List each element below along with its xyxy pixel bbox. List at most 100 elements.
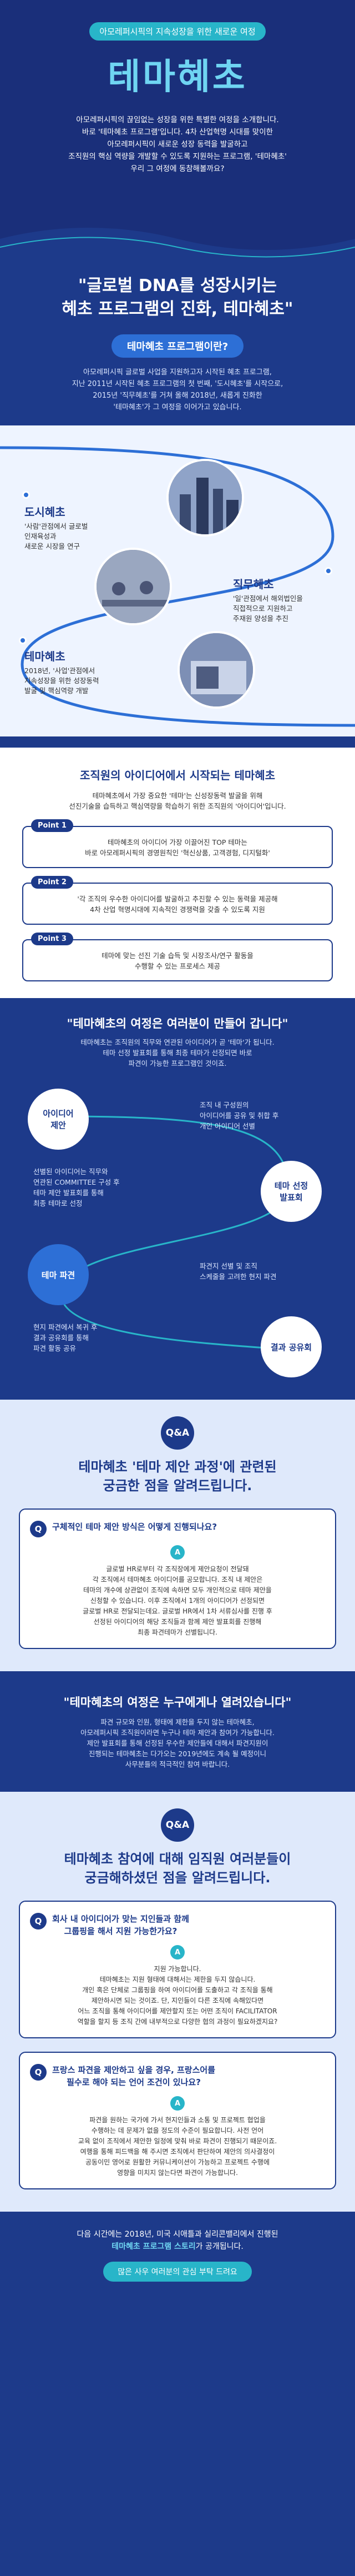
timeline-item-tema: 테마혜초 2018년, '사업'관점에서 지속성장을 위한 성장동력 발굴 및 …	[24, 648, 99, 696]
open-quote: "테마혜초의 여정은 누구에게나 열려있습니다"	[63, 1696, 292, 1709]
dna-desc: 아모레퍼시픽 글로벌 사업을 지원하고자 시작된 혜초 프로그램, 지난 201…	[28, 367, 327, 413]
journey-steps: 아이디어 제안 조직 내 구성원의 아이디어를 공유 및 취합 후 개인 아이디…	[0, 1077, 355, 1389]
point-tag: Point 1	[31, 819, 73, 832]
idea-desc: 테마혜초에서 가장 중요한 '테마'는 신성장동력 발굴을 위해 선진기술을 습…	[22, 790, 333, 811]
answer-line: 지원 가능합니다.	[154, 1965, 201, 1973]
qa-title: 테마혜초 참여에 대해 임직원 여러분들이 궁금해하셨던 점을 알려드립니다.	[19, 1850, 336, 1887]
journey-quote: "테마혜초의 여정은 여러분이 만들어 갑니다"	[67, 1017, 288, 1030]
qa-badge: Q&A	[161, 1808, 194, 1842]
timeline-title: 직무혜초	[233, 578, 274, 591]
question-line: 회사 내 아이디어가 맞는 지인들과 함께	[52, 1914, 189, 1924]
hero-intro-line: 조직원의 핵심 역량을 개발할 수 있도록 지원하는 프로그램, '테마혜초'	[68, 152, 287, 161]
timeline-desc-line: 인재육성과	[24, 532, 57, 540]
qa-title-line: 테마혜초 참여에 대해 임직원 여러분들이	[64, 1851, 291, 1867]
answer-text: 지원 가능합니다. 테마혜초는 지원 형태에 대해서는 제한을 두지 않습니다.…	[30, 1964, 325, 2027]
answer-line: 수행하는 데 문제가 없을 정도의 수준이 필요합니다. 사전 언어	[91, 2127, 264, 2134]
answer-line: 제안하시면 되는 것이죠. 단, 지인들이 다른 조직에 속해있다면	[91, 1997, 264, 2004]
open-desc-line: 사무분들의 적극적인 참여 바랍니다.	[125, 1760, 230, 1768]
point-line: 테마에 맞는 선진 기술 습득 및 시장조사/연구 활동을	[102, 951, 253, 960]
step-desc-line: 조직 내 구성원의	[200, 1101, 249, 1109]
step-circle-share: 결과 공유회	[261, 1316, 322, 1377]
point-card-3: Point 3 테마에 맞는 선진 기술 습득 및 시장조사/연구 활동을 수행…	[22, 933, 333, 981]
timeline-desc: '사람'관점에서 글로벌 인재육성과 새로운 시장을 연구	[24, 522, 88, 552]
hero-title: 테마혜초	[108, 57, 247, 98]
step-label: 아이디어	[43, 1109, 74, 1119]
answer-text: 파견을 원하는 국가에 가서 현지인들과 소통 및 프로젝트 협업을 수행하는 …	[30, 2115, 325, 2178]
dna-desc-line: '테마혜초'가 그 여정을 이어가고 있습니다.	[113, 403, 242, 412]
answer-line: 개인 혹은 단체로 그룹핑을 하여 아이디어를 도출하고 각 조직을 통해	[82, 1986, 273, 1994]
timeline-dot	[19, 637, 27, 644]
qa-section-2: Q&A 테마혜초 참여에 대해 임직원 여러분들이 궁금해하셨던 점을 알려드립…	[0, 1792, 355, 2212]
idea-desc-line: 테마혜초에서 가장 중요한 '테마'는 신성장동력 발굴을 위해	[92, 791, 263, 800]
question-line: 프랑스 파견을 제안하고 싶을 경우, 프랑스어를	[52, 2065, 216, 2075]
step-desc-line: 선별된 아이디어는 직무와	[33, 1167, 108, 1176]
lab-icon	[180, 633, 253, 706]
footer-line: 테마혜초 프로그램 스토리가 공개됩니다.	[17, 2241, 338, 2253]
hero-intro-line: 우리 그 여정에 동참해볼까요?	[130, 164, 225, 173]
answer-line: 어느 조직을 통해 아이디어를 제안할지 또는 어떤 조직이 FACILITAT…	[78, 2007, 277, 2015]
footer-highlight: 테마혜초 프로그램 스토리	[111, 2242, 196, 2251]
step-desc-line: 연관된 COMMITTEE 구성 후	[33, 1178, 120, 1186]
point-line: '각 조직의 우수한 아이디어를 발굴하고 추진할 수 있는 동력을 제공해	[77, 895, 278, 903]
answer-line: 여행을 통해 피드백을 해 주시면 조직에서 판단하여 제안의 의사결정이	[80, 2148, 275, 2156]
dna-desc-line: 지난 2011년 시작된 혜초 프로그램의 첫 번째, '도시혜초'를 시작으로…	[72, 380, 283, 388]
idea-section: 조직원의 아이디어에서 시작되는 테마혜초 테마혜초에서 가장 중요한 '테마'…	[0, 748, 355, 998]
idea-heading: 조직원의 아이디어에서 시작되는 테마혜초	[79, 769, 276, 782]
answer-line: 교육 없이 조직에서 제안한 일정에 맞춰 바로 파견이 진행되기 때문이죠.	[78, 2137, 277, 2145]
qa-title-line: 궁금해하셨던 점을 알려드립니다.	[84, 1870, 271, 1886]
timeline-desc: 2018년, '사업'관점에서 지속성장을 위한 성장동력 발굴 및 핵심역량 …	[24, 666, 99, 696]
timeline-curve	[0, 446, 355, 727]
hero-section: 아모레퍼시픽의 지속성장을 위한 새로운 여정 테마혜초 아모레퍼시픽의 끊임없…	[0, 0, 355, 261]
timeline-desc-line: 직접적으로 지원하고	[233, 604, 293, 613]
question-icon: Q	[30, 1521, 47, 1537]
question-text: 프랑스 파견을 제안하고 싶을 경우, 프랑스어를 필수로 해야 되는 언어 조…	[52, 2064, 215, 2088]
hero-pill: 아모레퍼시픽의 지속성장을 위한 새로운 여정	[89, 22, 266, 41]
step-label: 테마 파견	[41, 1270, 75, 1280]
timeline-desc-line: 지속성장을 위한 성장동력	[24, 676, 99, 685]
step-desc-line: 결과 공유회를 통해	[33, 1334, 89, 1342]
timeline-desc: '일'관점에서 해외법인을 직접적으로 지원하고 주재원 양성을 추진	[233, 594, 303, 624]
dna-quote: "글로벌 DNA를 성장시키는 혜초 프로그램의 진화, 테마혜초"	[22, 274, 333, 321]
answer-line: 최종 파견테마가 선별됩니다.	[138, 1628, 217, 1636]
steps-curve	[60, 1115, 290, 1351]
step-desc-line: 스케줄을 고려한 현지 파견	[200, 1272, 277, 1281]
answer-line: 영향을 미치지 않는다면 파견이 가능합니다.	[117, 2169, 238, 2177]
open-section: "테마혜초의 여정은 누구에게나 열려있습니다" 파견 규모와 인원, 형태에 …	[0, 1671, 355, 1792]
timeline-desc-line: 새로운 시장을 연구	[24, 542, 80, 550]
page: 아모레퍼시픽의 지속성장을 위한 새로운 여정 테마혜초 아모레퍼시픽의 끊임없…	[0, 0, 355, 2282]
question-line: 필수로 해야 되는 언어 조건이 있나요?	[67, 2077, 201, 2087]
qa-card: Q 프랑스 파견을 제안하고 싶을 경우, 프랑스어를 필수로 해야 되는 언어…	[19, 2052, 336, 2189]
open-desc-line: 아모레퍼시픽 조직원이라면 누구나 테마 제안과 참여가 가능합니다.	[80, 1728, 275, 1737]
open-desc-line: 제안 발표회를 통해 선정된 우수한 제안들에 대해서 파견지원이	[87, 1739, 268, 1747]
hero-intro-line: 아모레퍼시픽의 끊임없는 성장을 위한 특별한 여정을 소개합니다.	[76, 116, 279, 124]
dna-desc-line: 2015년 '직무혜초'를 거쳐 올해 2018년, 새롭게 진화한	[93, 392, 262, 400]
office-meeting-icon	[97, 550, 170, 623]
idea-desc-line: 선진기술을 습득하고 핵심역량을 학습하기 위한 조직원의 '아이디어'입니다.	[69, 802, 286, 810]
timeline-desc-line: '일'관점에서 해외법인을	[233, 594, 303, 603]
step-desc-idea: 조직 내 구성원의 아이디어를 공유 및 취합 후 개인 아이디어 선별	[200, 1100, 278, 1131]
answer-line: 역할을 할지 등 조직 간에 내부적으로 다양한 협의 과정이 필요하겠지요?	[77, 2018, 278, 2026]
timeline-item-doshi: 도시혜초 '사람'관점에서 글로벌 인재육성과 새로운 시장을 연구	[24, 503, 88, 552]
open-desc: 파견 규모와 인원, 형태에 제한을 두지 않는 테마혜초, 아모레퍼시픽 조직…	[17, 1717, 338, 1770]
dna-quote-line: 혜초 프로그램의 진화, 테마혜초"	[62, 299, 293, 319]
answer-line: 각 조직에서 테마혜초 아이디어를 공모합니다. 조직 내 제안은	[92, 1576, 263, 1583]
qa-title-line: 테마혜초 '테마 제안 과정'에 관련된	[78, 1459, 277, 1475]
footer-line-tail: 가 공개됩니다.	[195, 2242, 244, 2251]
program-timeline: 도시혜초 '사람'관점에서 글로벌 인재육성과 새로운 시장을 연구	[0, 425, 355, 736]
step-desc-line: 최종 테마로 선정	[33, 1199, 83, 1207]
research-photo	[178, 631, 255, 709]
step-label: 결과 공유회	[270, 1342, 312, 1352]
footer-cta-button[interactable]: 많은 사우 여러분의 관심 부탁 드려요	[103, 2262, 252, 2282]
point-line: 4차 산업 혁명시대에 지속적인 경쟁력을 갖출 수 있도록 지원	[90, 905, 265, 914]
journey-desc-line: 파견이 가능한 프로그램인 것이죠.	[128, 1059, 227, 1068]
step-desc-line: 현지 파견에서 복귀 후	[33, 1323, 98, 1331]
timeline-item-jikmu: 직무혜초 '일'관점에서 해외법인을 직접적으로 지원하고 주재원 양성을 추진	[233, 575, 303, 624]
step-label: 발표회	[280, 1192, 303, 1202]
step-desc-dispatch: 파견지 선별 및 조직 스케줄을 고려한 현지 파견	[200, 1261, 276, 1282]
step-desc-presentation: 선별된 아이디어는 직무와 연관된 COMMITTEE 구성 후 테마 제안 발…	[33, 1166, 120, 1209]
answer-line: 신청할 수 있습니다. 이후 조직에서 1개의 아이디어가 선정되면	[90, 1597, 265, 1605]
timeline-desc-line: '사람'관점에서 글로벌	[24, 522, 88, 530]
answer-line: 테마의 개수에 상관없이 조직에 속하면 모두 개인적으로 테마 제안을	[83, 1586, 272, 1594]
question-icon: Q	[30, 2064, 47, 2081]
answer-line: 파견을 원하는 국가에 가서 현지인들과 소통 및 프로젝트 협업을	[89, 2116, 266, 2124]
